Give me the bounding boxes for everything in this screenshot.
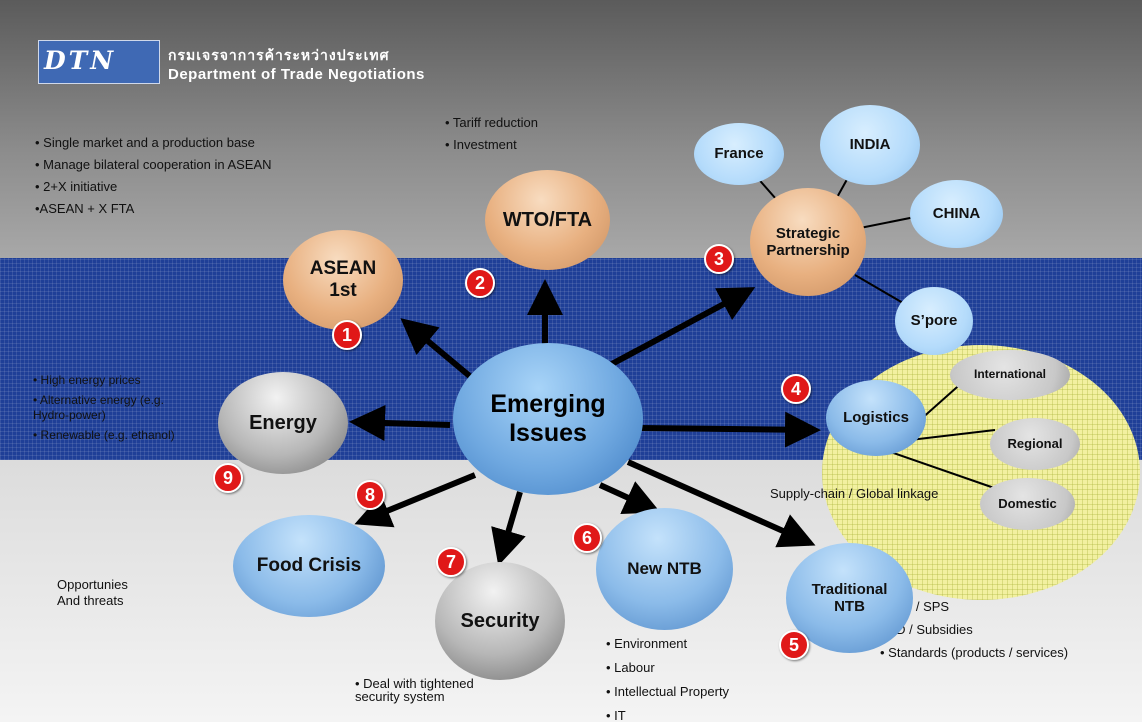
arrow-to-logistics bbox=[639, 411, 821, 448]
energy-label: Energy bbox=[249, 411, 317, 434]
asean-note: • Manage bilateral cooperation in ASEAN bbox=[35, 157, 272, 172]
security-node: Security bbox=[435, 562, 565, 680]
traditional-ntb-label-2: NTB bbox=[834, 598, 865, 615]
new-ntb-note: • Intellectual Property bbox=[606, 684, 730, 699]
new-ntb-note: • Environment bbox=[606, 636, 688, 651]
thai-department-name: กรมเจรจาการค้าระหว่างประเทศ bbox=[168, 47, 390, 63]
energy-note: • Alternative energy (e.g. bbox=[33, 393, 164, 407]
traditional-ntb-label: Traditional bbox=[811, 580, 888, 598]
logo-box bbox=[38, 40, 160, 84]
food-crisis-node: Food Crisis bbox=[233, 515, 385, 617]
security-label: Security bbox=[460, 609, 540, 632]
arrow-to-food-crisis bbox=[354, 472, 477, 528]
wto-fta-label: WTO/FTA bbox=[502, 208, 593, 231]
logistics-node: Logistics bbox=[826, 380, 926, 456]
number-badge-9: 9 bbox=[213, 463, 243, 493]
food-crisis-label: Food Crisis bbox=[256, 555, 362, 577]
china-label: CHINA bbox=[932, 205, 981, 223]
number-badge-2: 2 bbox=[465, 268, 495, 298]
link-logistics-domestic bbox=[884, 449, 1001, 491]
traditional-ntb-notes: • TBT / SPS • AD / Subsidies • Standards… bbox=[880, 595, 1068, 664]
domestic-node: Domestic bbox=[980, 478, 1075, 530]
international-label: International bbox=[973, 367, 1046, 382]
india-node: INDIA bbox=[820, 105, 920, 185]
opportunities-line: And threats bbox=[57, 593, 124, 608]
logistics-label: Logistics bbox=[843, 409, 909, 427]
energy-note: Hydro-power) bbox=[33, 408, 106, 422]
new-ntb-note: • Labour bbox=[606, 660, 655, 675]
number-badge-7: 7 bbox=[436, 547, 466, 577]
center-label-2: Issues bbox=[509, 419, 587, 447]
new-ntb-notes: • Environment • Labour • Intellectual Pr… bbox=[606, 632, 729, 722]
france-label: France bbox=[714, 145, 764, 163]
traditional-ntb-note: • Standards (products / services) bbox=[880, 645, 1069, 660]
asean-notes: • Single market and a production base • … bbox=[35, 132, 272, 220]
china-node: CHINA bbox=[910, 180, 1003, 248]
arrow-to-security bbox=[491, 491, 526, 566]
energy-note: • High energy prices bbox=[33, 373, 141, 387]
opportunities-line: Opportunies bbox=[57, 577, 128, 592]
number-badge-4: 4 bbox=[781, 374, 811, 404]
wto-note: • Investment bbox=[445, 137, 517, 152]
spore-label: S’pore bbox=[910, 312, 958, 330]
security-note: security system bbox=[355, 689, 445, 704]
arrow-to-traditional-ntb bbox=[626, 459, 816, 548]
spore-node: S’pore bbox=[895, 287, 973, 355]
opportunities-label: Opportunies And threats bbox=[57, 577, 128, 609]
asean-label: ASEAN bbox=[309, 258, 377, 280]
link-logistics-regional bbox=[909, 429, 996, 441]
number-badge-1: 1 bbox=[332, 320, 362, 350]
wto-notes: • Tariff reduction • Investment bbox=[445, 112, 538, 156]
new-ntb-node: New NTB bbox=[596, 508, 733, 630]
regional-node: Regional bbox=[990, 418, 1080, 470]
arrow-to-strategic bbox=[608, 287, 756, 368]
new-ntb-note: • IT bbox=[606, 708, 626, 722]
international-node: International bbox=[950, 350, 1070, 400]
strategic-label: Strategic bbox=[775, 224, 841, 242]
arrow-to-energy bbox=[349, 404, 451, 441]
security-notes: • Deal with tightened security system bbox=[355, 677, 474, 703]
regional-label: Regional bbox=[1007, 435, 1063, 451]
asean-note: •ASEAN + X FTA bbox=[35, 201, 135, 216]
energy-note: • Renewable (e.g. ethanol) bbox=[33, 428, 175, 442]
number-badge-8: 8 bbox=[355, 480, 385, 510]
asean-note: • Single market and a production base bbox=[35, 135, 255, 150]
india-label: INDIA bbox=[849, 136, 891, 154]
security-note: • Deal with tightened bbox=[355, 676, 474, 691]
number-badge-3: 3 bbox=[704, 244, 734, 274]
energy-notes: • High energy prices • Alternative energ… bbox=[33, 373, 175, 443]
traditional-ntb-note: • AD / Subsidies bbox=[880, 622, 973, 637]
new-ntb-label: New NTB bbox=[627, 559, 702, 579]
department-name: Department of Trade Negotiations bbox=[168, 66, 425, 83]
asean-label-2: 1st bbox=[329, 280, 357, 301]
wto-fta-node: WTO/FTA bbox=[485, 170, 610, 270]
supply-chain-label: Supply-chain / Global linkage bbox=[770, 486, 939, 501]
domestic-label: Domestic bbox=[998, 495, 1057, 511]
strategic-label-2: Partnership bbox=[766, 242, 850, 259]
dtn-logo: DTN bbox=[38, 40, 160, 84]
france-node: France bbox=[694, 123, 784, 185]
asean-note: • 2+X initiative bbox=[35, 179, 118, 194]
logo-text: DTN bbox=[44, 46, 117, 75]
number-badge-6: 6 bbox=[572, 523, 602, 553]
arrow-to-asean bbox=[400, 318, 474, 381]
wto-note: • Tariff reduction bbox=[445, 115, 538, 130]
energy-node: Energy bbox=[218, 372, 348, 474]
arrow-to-new-ntb bbox=[598, 481, 661, 514]
number-badge-5: 5 bbox=[779, 630, 809, 660]
center-label: Emerging bbox=[490, 390, 606, 419]
